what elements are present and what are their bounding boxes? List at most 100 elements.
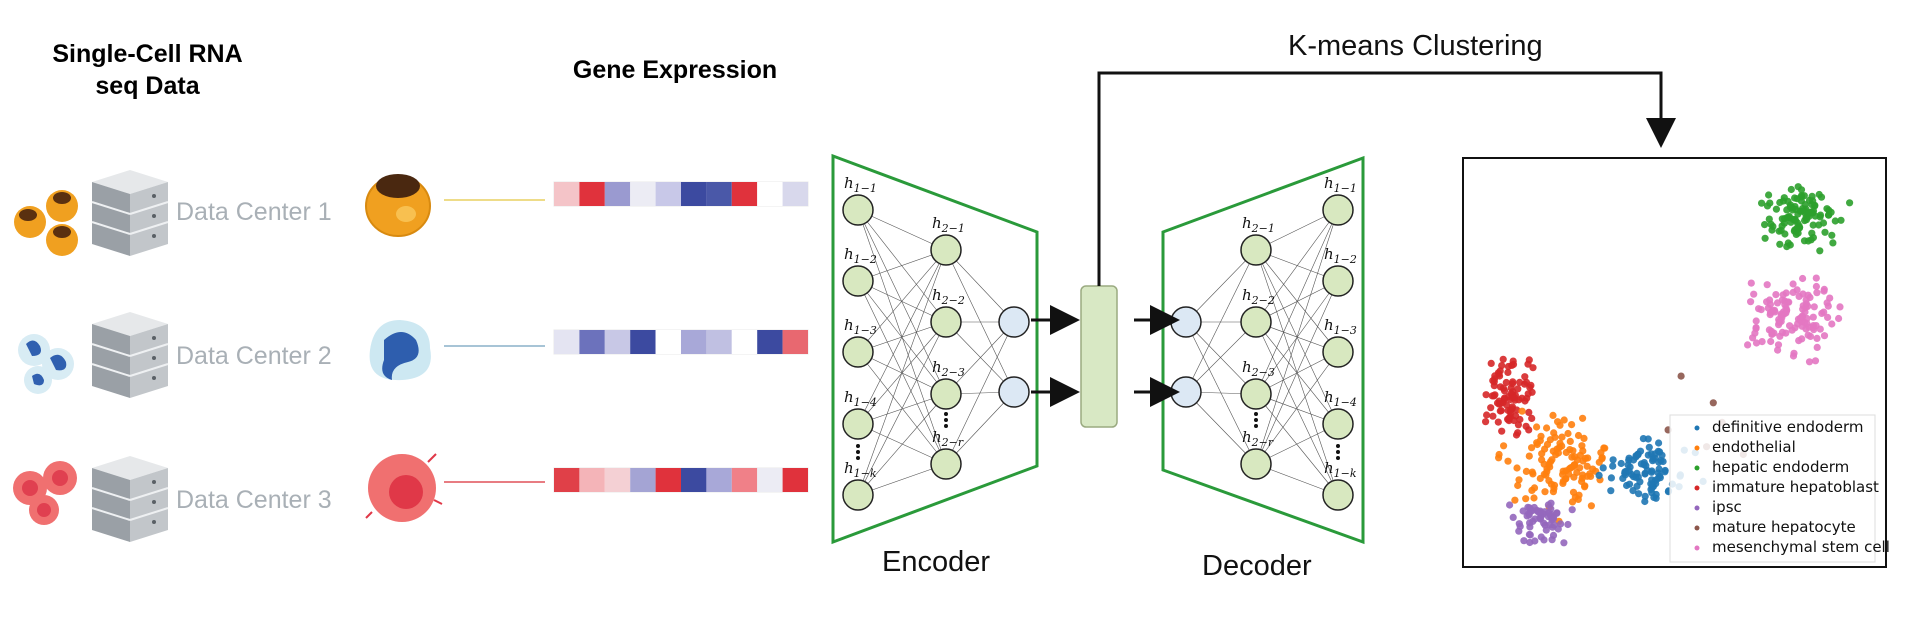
scatter-point — [1576, 451, 1584, 459]
scatter-point — [1565, 470, 1573, 478]
scatter-point — [1548, 456, 1556, 464]
scatter-point — [1761, 234, 1769, 242]
heatmap-cell — [579, 182, 605, 206]
scatter-point — [1831, 217, 1839, 225]
scatter-point — [1798, 207, 1806, 215]
scatter-point — [1765, 215, 1773, 223]
scatter-point — [1521, 373, 1529, 381]
scatter-point — [1511, 496, 1519, 504]
scatter-point — [1502, 378, 1510, 387]
scatter-point — [1487, 359, 1495, 367]
heatmap-cell — [655, 182, 681, 206]
neuron-layer1 — [842, 479, 874, 511]
legend-marker — [1694, 505, 1700, 511]
neuron-layer2 — [930, 378, 962, 410]
scatter-point — [1635, 490, 1643, 498]
scatter-point — [1522, 495, 1530, 503]
encoder-box — [831, 153, 1039, 545]
heatmap-cell — [757, 330, 783, 354]
scatter-point — [1514, 481, 1522, 490]
scatter-point — [1789, 280, 1797, 288]
heatmap-cell — [554, 182, 580, 206]
neuron-label: h1−4 — [1324, 388, 1357, 409]
scatter-point — [1802, 325, 1810, 333]
neuron-label: h2−1 — [932, 214, 965, 235]
scatter-point — [1498, 362, 1506, 370]
scatter-point — [1525, 408, 1533, 416]
neuron-label: h2−r — [932, 428, 964, 449]
scatter-point — [1543, 424, 1551, 432]
scatter-point — [1528, 444, 1536, 452]
orange-cell-large-icon — [365, 174, 431, 237]
scatter-point — [1811, 357, 1820, 365]
neuron-layer2 — [1240, 378, 1272, 410]
data-center-1-label: Data Center 1 — [176, 198, 332, 226]
legend-label-ipsc: ipsc — [1712, 498, 1742, 516]
scatter-point — [1661, 468, 1669, 476]
scatter-point — [1497, 407, 1505, 415]
scatter-point — [1776, 240, 1784, 248]
scatter-point — [1601, 444, 1609, 452]
scatter-point — [1576, 464, 1584, 472]
scatter-point — [1489, 412, 1497, 420]
neuron-latent-side — [1170, 306, 1202, 338]
scatter-point — [1815, 190, 1823, 199]
neuron-layer2 — [1240, 448, 1272, 480]
gene-expression-heatmaps — [553, 181, 809, 493]
heatmap-cell — [681, 330, 707, 354]
scatter-point — [1581, 483, 1589, 491]
scatter-point — [1821, 228, 1829, 236]
scatter-point — [1765, 326, 1773, 334]
neuron-label: h2−2 — [1242, 286, 1275, 307]
scatter-point — [1550, 429, 1558, 437]
scatter-point — [1809, 323, 1817, 331]
scatter-point — [1643, 466, 1651, 474]
neuron-layer1 — [842, 408, 874, 440]
scatter-point — [1809, 313, 1817, 321]
scatter-point — [1487, 404, 1495, 412]
neuron-label: h2−1 — [1242, 214, 1275, 235]
scatter-point — [1786, 322, 1794, 330]
legend-box — [1669, 414, 1876, 563]
scatter-point — [1518, 407, 1526, 415]
scatter-point — [1568, 453, 1576, 461]
scatter-point — [1625, 467, 1633, 475]
scatter-point — [1779, 197, 1787, 205]
heatmap-cell — [757, 468, 783, 492]
legend-marker — [1694, 425, 1700, 431]
scatter-point — [1549, 488, 1557, 496]
scatter-point — [1526, 508, 1534, 516]
scatter-point — [1499, 384, 1507, 392]
scatter-point — [1533, 423, 1541, 431]
scatter-point — [1525, 452, 1533, 460]
scatter-point — [1564, 520, 1572, 529]
scatter-point — [1607, 487, 1615, 495]
scatter-point — [1549, 531, 1558, 540]
scatter-point — [1598, 455, 1606, 463]
scatter-point — [1509, 513, 1517, 522]
neuron-layer1 — [1322, 194, 1354, 226]
blue-cells-icon — [18, 334, 74, 394]
scatter-point — [1639, 435, 1647, 443]
neuron-label: h2−r — [1242, 428, 1274, 449]
scatter-point — [1777, 317, 1785, 325]
server-icon-1 — [91, 169, 169, 257]
scatter-point — [1835, 314, 1843, 323]
scatter-point — [1813, 334, 1821, 342]
scatter-point — [1528, 414, 1536, 422]
scatter-point — [1529, 517, 1537, 526]
heatmap-cell — [604, 182, 631, 206]
heatmap-cell — [731, 468, 758, 492]
heatmap-cell — [554, 330, 580, 354]
scatter-point — [1509, 357, 1517, 365]
scatter-point — [1809, 221, 1817, 229]
neuron-label: h1−3 — [844, 316, 877, 337]
scatter-point — [1647, 480, 1655, 488]
scatter-point — [1747, 279, 1755, 287]
scatter-point — [1640, 461, 1648, 469]
scatter-point — [1503, 401, 1511, 409]
scatter-point — [1500, 395, 1508, 403]
scatter-point — [1828, 231, 1836, 239]
